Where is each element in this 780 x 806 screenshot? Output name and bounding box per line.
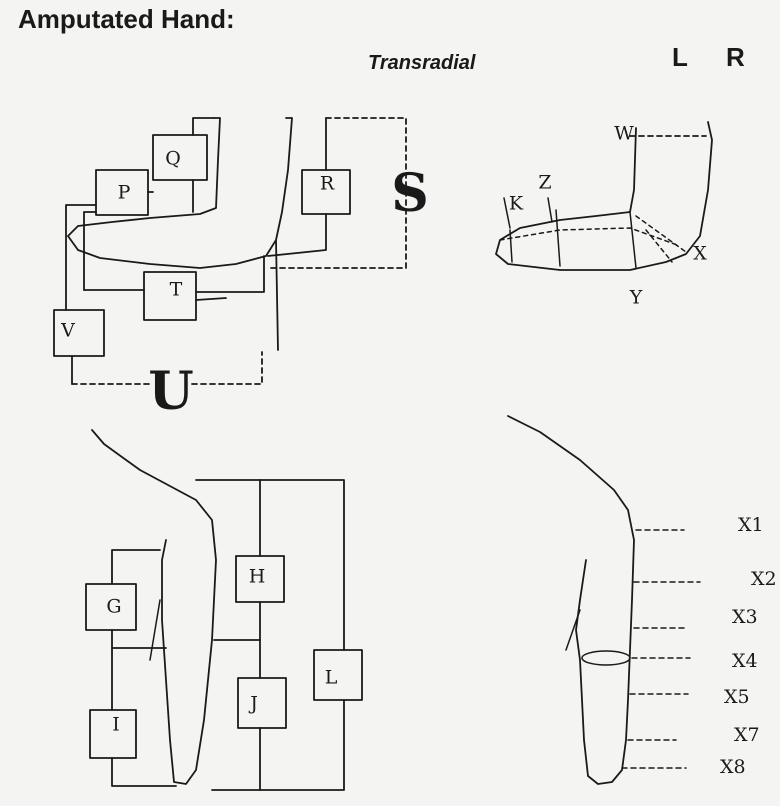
palm-diagram (53, 117, 351, 385)
page-title: Amputated Hand: (18, 4, 235, 34)
level-x1-label: X1 (738, 514, 764, 536)
level-x2-label: X2 (751, 568, 777, 590)
box-i-label: I (112, 713, 120, 736)
side-left-label: L (672, 42, 688, 72)
box-h-label: H (248, 565, 266, 588)
level-x5-label: X5 (724, 686, 750, 708)
box-t-label: T (169, 278, 183, 301)
level-x4-label: X4 (732, 650, 758, 672)
s-loop-label: S (391, 163, 429, 224)
point-y-label: Y (629, 286, 643, 309)
point-w-label: W (614, 122, 634, 145)
point-z-label: Z (538, 171, 552, 194)
amputation-level-label: Transradial (368, 52, 476, 74)
point-x-label: X (693, 242, 707, 265)
box-l-label: L (324, 666, 338, 689)
level-x3-label: X3 (732, 606, 758, 628)
box-q-label: Q (165, 147, 181, 170)
level-x7-label: X7 (734, 724, 760, 746)
box-r-label: R (319, 172, 335, 195)
level-x8-label: X8 (720, 756, 746, 778)
box-v-label: V (61, 319, 75, 342)
arm-profile-view (507, 415, 635, 785)
arm-front-view (85, 429, 363, 791)
side-right-label: R (726, 42, 745, 72)
u-loop-label: U (148, 361, 194, 422)
box-g-label: G (106, 595, 122, 618)
box-p-label: P (117, 181, 131, 204)
forearm-side-view (495, 121, 713, 271)
box-j-label: J (250, 692, 258, 715)
point-k-label: K (508, 192, 524, 215)
